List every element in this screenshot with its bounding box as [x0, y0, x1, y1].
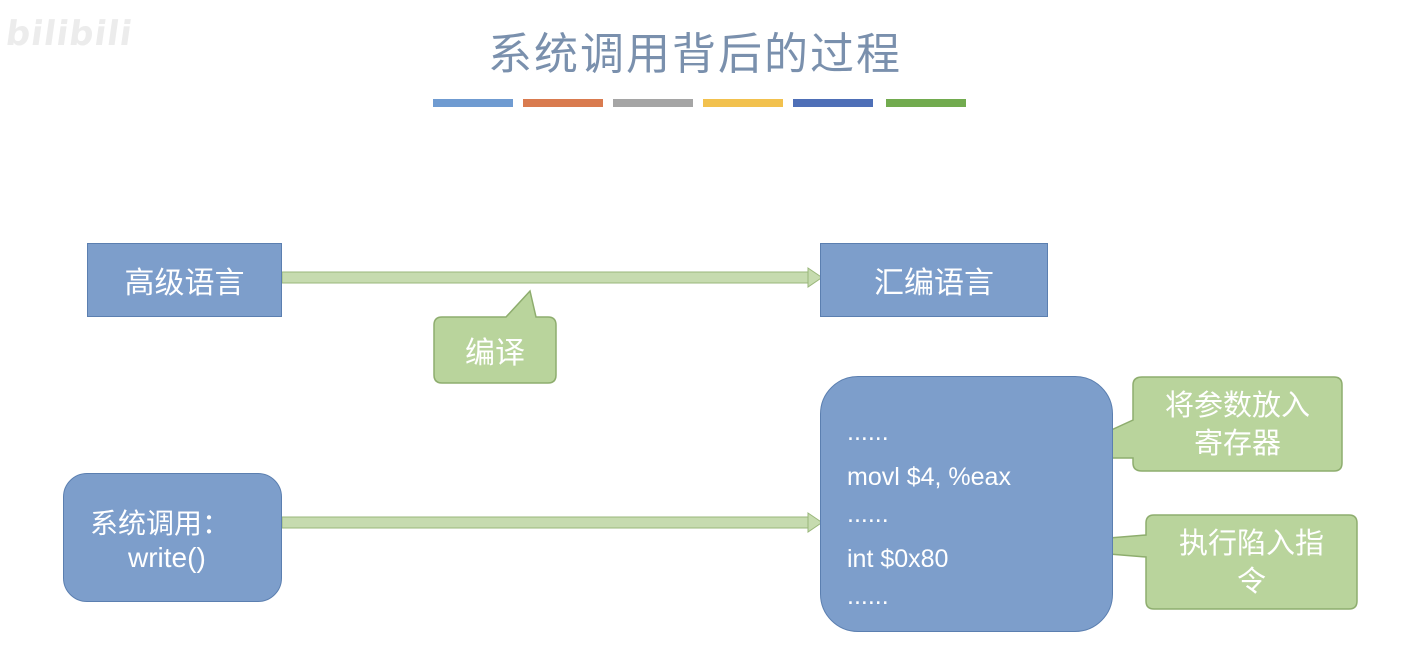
ribbon-segment-1: [433, 99, 513, 107]
syscall-arrow: [281, 512, 823, 533]
assembly-code-block: ...... movl $4, %eax ...... int $0x80 ..…: [820, 376, 1113, 632]
compile-label: 编译: [465, 336, 525, 371]
syscall-label: 系统调用：: [90, 506, 231, 540]
code-ellipsis-3: ......: [847, 582, 889, 610]
high-level-language-label: 高级语言: [124, 266, 245, 301]
params-callout-line2: 寄存器: [1193, 426, 1281, 460]
trap-callout-shape: [1011, 514, 1358, 610]
syscall-function: write(): [128, 541, 206, 573]
code-movl: movl $4, %eax: [847, 463, 1011, 491]
params-callout-shape: [1049, 376, 1343, 472]
ribbon-segment-4: [703, 99, 783, 107]
ribbon-segment-2: [523, 99, 603, 107]
params-callout-line1: 将参数放入: [1164, 388, 1310, 422]
ribbon-segment-5: [793, 99, 873, 107]
trap-callout: 执行陷入指 令: [1146, 515, 1357, 609]
page-title: 系统调用背后的过程: [488, 29, 902, 80]
compile-arrow: [281, 267, 823, 288]
compile-callout-shape: [433, 289, 557, 384]
trap-callout-line2: 令: [1236, 564, 1266, 598]
code-int: int $0x80: [847, 545, 949, 573]
high-level-language-box: 高级语言: [87, 243, 282, 317]
assembly-language-box: 汇编语言: [820, 243, 1048, 317]
code-ellipsis-1: ......: [847, 418, 889, 446]
trap-callout-line1: 执行陷入指: [1178, 526, 1324, 560]
ribbon-segment-3: [613, 99, 693, 107]
code-ellipsis-2: ......: [847, 500, 889, 528]
params-callout: 将参数放入 寄存器: [1133, 377, 1342, 471]
compile-callout: 编译: [434, 317, 556, 383]
assembly-language-label: 汇编语言: [874, 266, 994, 301]
ribbon-segment-6: [886, 99, 966, 107]
syscall-box: 系统调用： write(): [63, 473, 282, 602]
